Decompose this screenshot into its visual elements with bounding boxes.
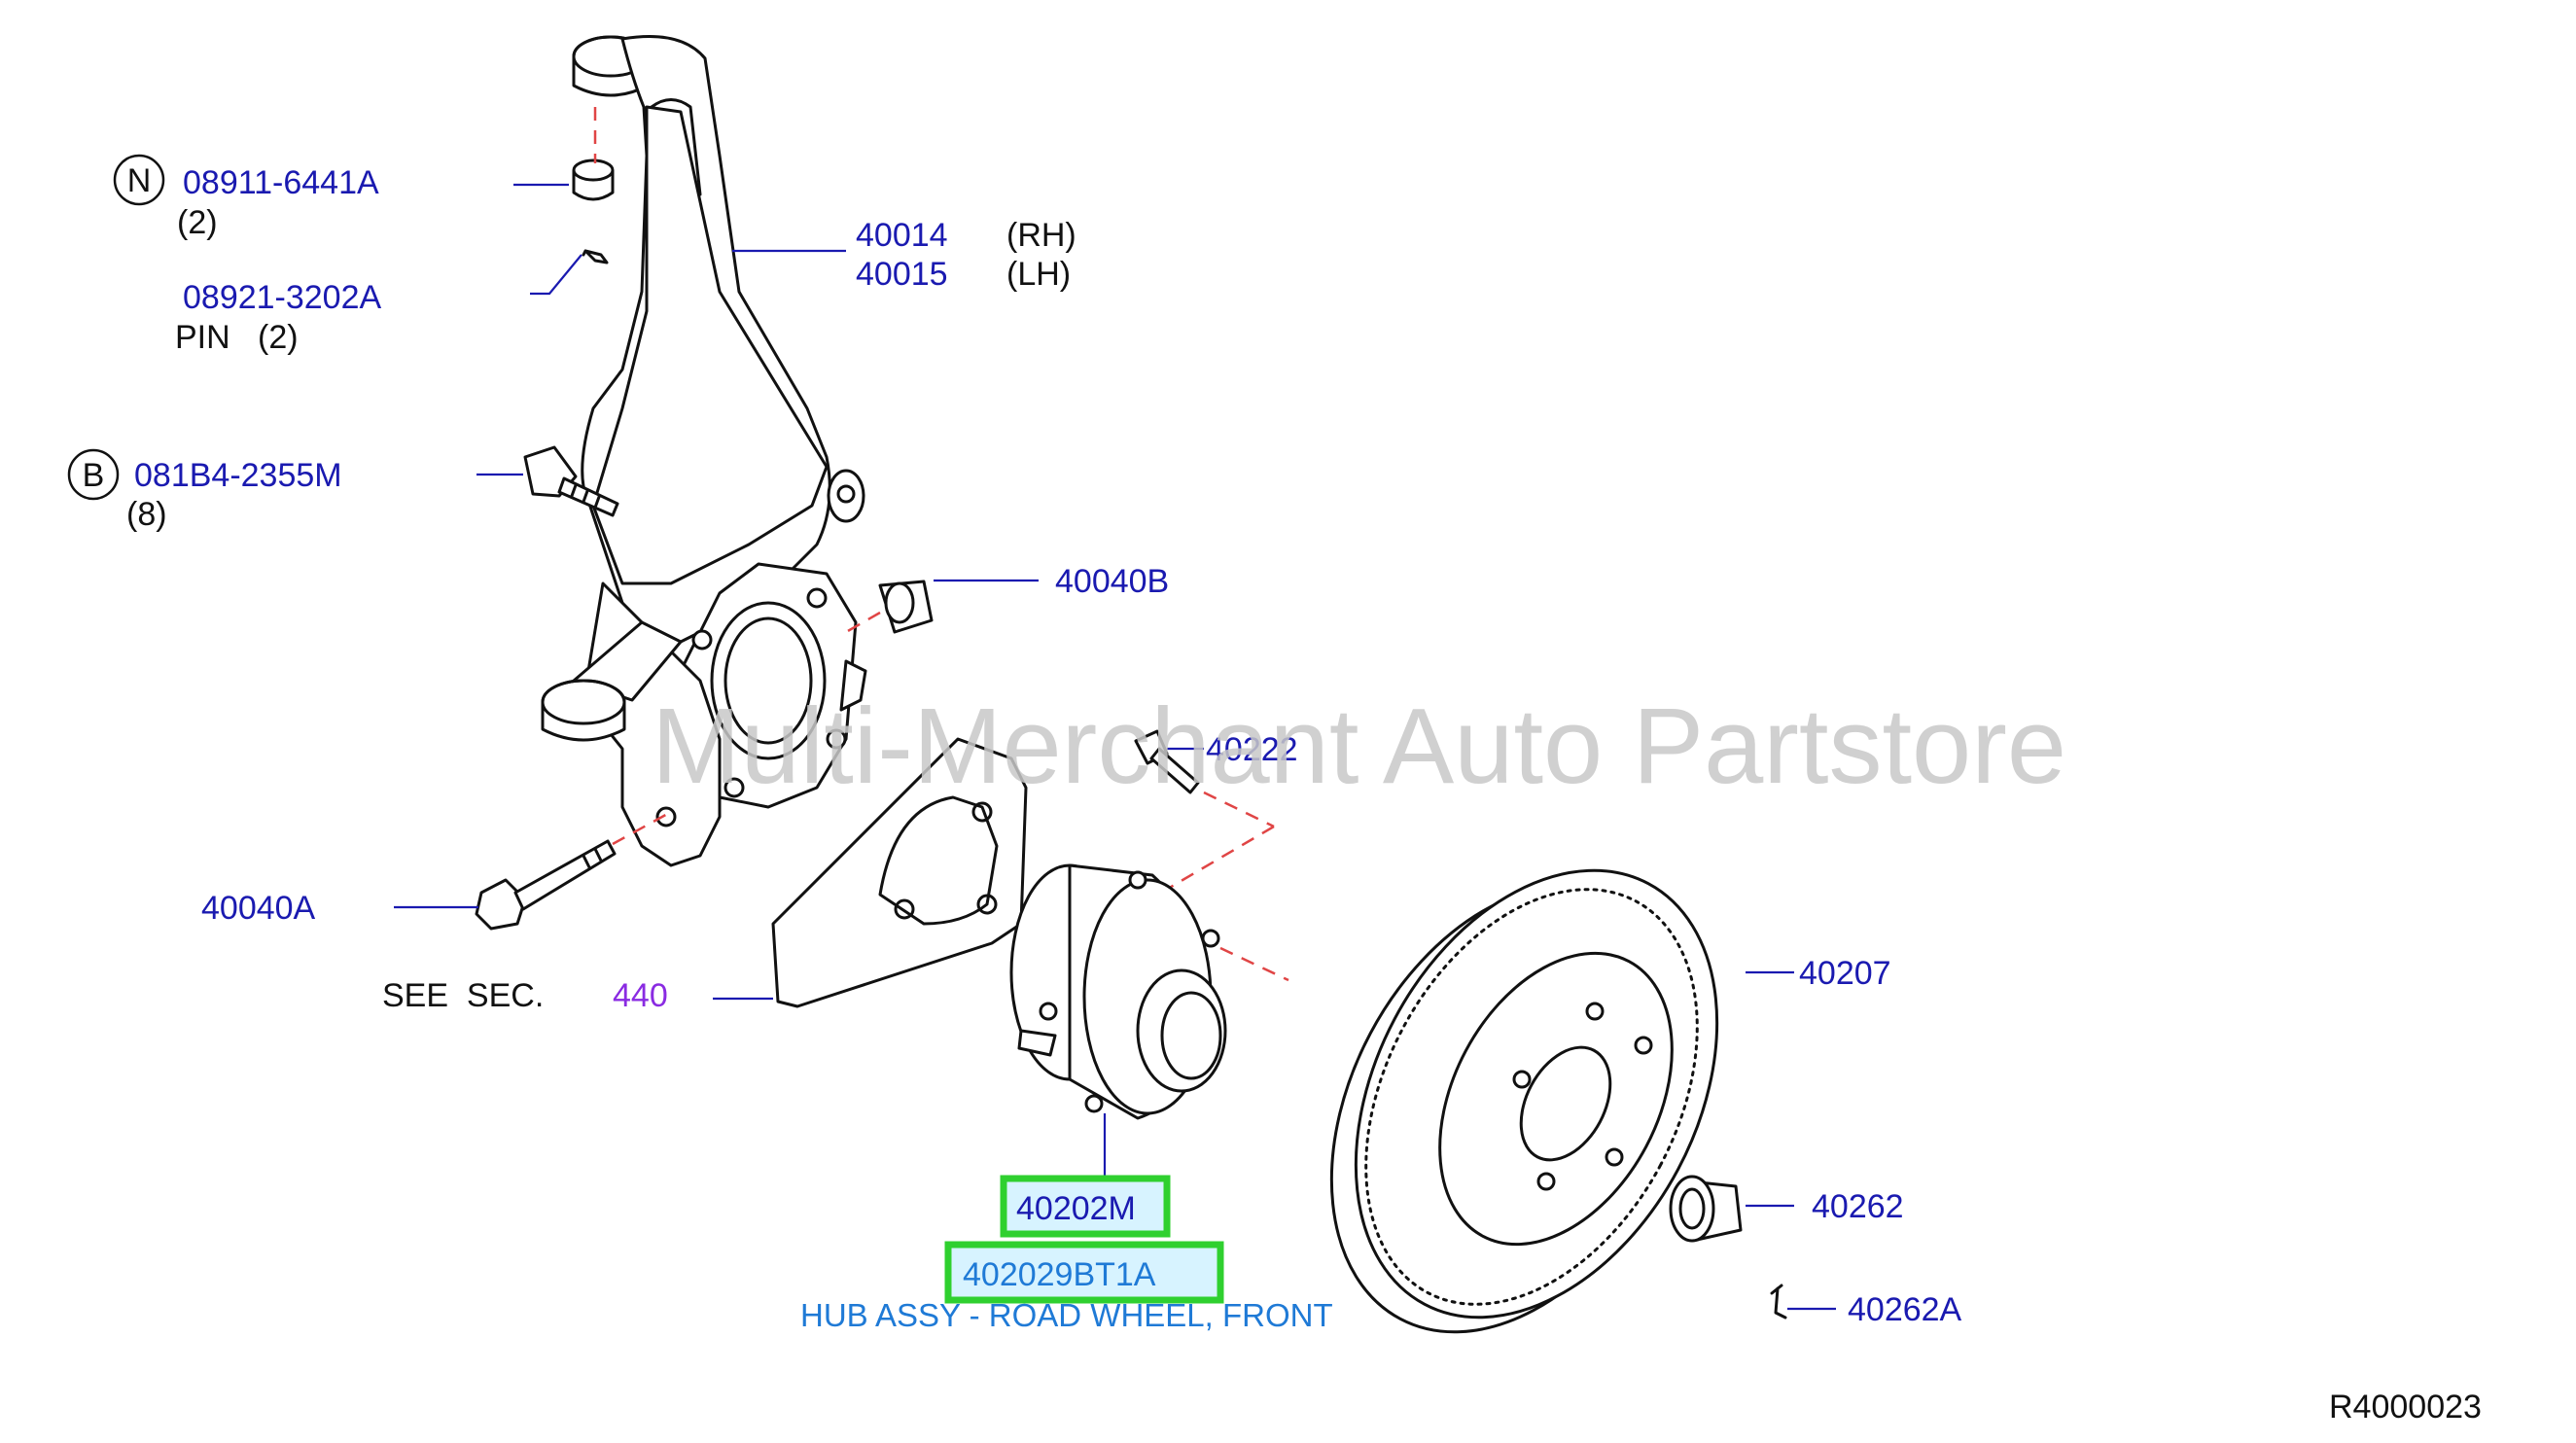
part-number-40014[interactable]: 40014 — [856, 217, 948, 254]
see-section-prefix: SEE SEC. — [382, 977, 544, 1014]
stud-40222-drawing — [1132, 729, 1275, 911]
cotter-pin-drawing — [582, 249, 609, 264]
nut-badge-circle — [113, 154, 165, 206]
nut-quantity: (2) — [177, 204, 218, 241]
bolt-drawing — [523, 445, 619, 517]
watermark: Multi-Merchant Auto Partstore — [652, 686, 2066, 806]
bolt-badge-circle — [67, 448, 120, 501]
cap-40262-drawing — [1669, 1175, 1743, 1243]
nut-badge-letter: N — [127, 162, 152, 199]
bushing-40040b-drawing — [845, 580, 934, 634]
side-lh: (LH) — [1006, 256, 1071, 293]
part-number-40262a[interactable]: 40262A — [1848, 1291, 1962, 1328]
brake-rotor-drawing — [1329, 868, 1719, 1334]
steering-knuckle-drawing — [541, 35, 867, 867]
nut-drawing — [572, 107, 615, 201]
part-number-40207[interactable]: 40207 — [1799, 955, 1891, 992]
part-number-40202m[interactable]: 40202M — [1016, 1190, 1136, 1227]
part-number-40262[interactable]: 40262 — [1812, 1188, 1904, 1225]
hub-description: HUB ASSY - ROAD WHEEL, FRONT — [800, 1297, 1333, 1333]
part-number-40015[interactable]: 40015 — [856, 256, 948, 293]
part-number-081b4-2355m[interactable]: 081B4-2355M — [134, 457, 342, 494]
part-number-08911-6441a[interactable]: 08911-6441A — [183, 164, 379, 201]
side-rh: (RH) — [1006, 217, 1076, 254]
part-number-40040b[interactable]: 40040B — [1055, 563, 1169, 600]
part-number-40040a[interactable]: 40040A — [201, 890, 316, 927]
leader-lines — [394, 183, 1836, 1311]
clip-40262a-drawing — [1770, 1284, 1787, 1320]
part-number-08921-3202a[interactable]: 08921-3202A — [183, 279, 382, 316]
part-number-40222[interactable]: 40222 — [1206, 731, 1298, 768]
bolt-quantity: (8) — [126, 496, 167, 533]
highlight-box-402029bt1a — [944, 1241, 1224, 1304]
bolt-badge-letter: B — [83, 457, 105, 494]
see-section-number[interactable]: 440 — [613, 977, 668, 1014]
pin-label: PIN — [175, 319, 230, 356]
bolt-40040a-drawing — [475, 810, 672, 931]
pin-quantity: (2) — [258, 319, 299, 356]
diagram-code: R4000023 — [2329, 1389, 2482, 1425]
part-number-402029bt1a[interactable]: 402029BT1A — [963, 1256, 1156, 1293]
highlight-box-40202m — [1000, 1175, 1171, 1238]
hub-assembly-drawing — [1009, 863, 1289, 1120]
